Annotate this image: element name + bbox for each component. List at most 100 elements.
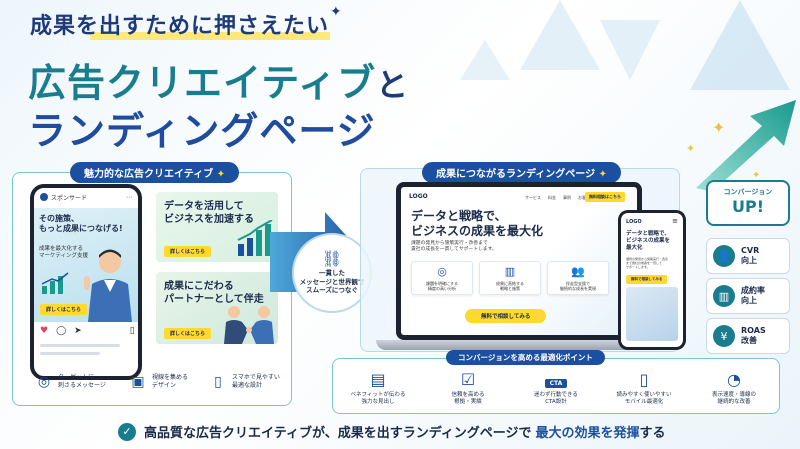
target-icon: ◎ bbox=[437, 265, 447, 278]
banner-headline: データを活用して ビジネスを加速する bbox=[164, 201, 254, 225]
mobile-lp-screen: LOGO ≡ データと戦略で、 ビジネスの成果を 最大化 課題の発見から施策実行… bbox=[621, 213, 683, 347]
more-icon: ⋯ bbox=[126, 193, 132, 201]
ad-banner-partner[interactable]: 成果にこだわる パートナーとして伴走 詳しくはこちら bbox=[156, 272, 278, 344]
metric-close-rate: ▥ 成約率 向上 bbox=[706, 278, 790, 314]
banner-cta-button[interactable]: 詳しくはこちら bbox=[164, 246, 212, 257]
mobile-headline: データと戦略で、 ビジネスの成果を 最大化 bbox=[626, 231, 671, 252]
placeholder-line bbox=[40, 352, 100, 355]
landing-page-pill-label: 成果につながるランディングページ bbox=[436, 169, 596, 180]
nav-item[interactable]: お客 bbox=[578, 195, 586, 200]
sparkle-icon: ✦ bbox=[686, 142, 696, 155]
team-icon: 👥 bbox=[571, 265, 585, 278]
share-icon[interactable]: ➤ bbox=[74, 326, 82, 336]
mobile-image bbox=[626, 287, 678, 341]
metric-label: ROAS 改善 bbox=[741, 326, 766, 345]
mobile-cta-button[interactable]: 無料で相談してみる bbox=[626, 275, 668, 284]
metric-roas: ¥ ROAS 改善 bbox=[706, 318, 790, 354]
social-ad-phone: スポンサード ⋯ その施策、 もっと成果につなげる! 成果を最大化する マーケテ… bbox=[30, 184, 142, 380]
feature-item: ▯ スマホで見やすい 最適な設計 bbox=[208, 372, 280, 392]
yen-icon: ¥ bbox=[713, 325, 735, 347]
ad-banner-data[interactable]: データを活用して ビジネスを加速する 詳しくはこちら bbox=[156, 192, 278, 262]
placeholder-line bbox=[40, 344, 120, 347]
footer-highlight: 最大の効果を発揮 bbox=[536, 422, 640, 441]
chart-icon bbox=[41, 272, 69, 294]
ad-subtext: 成果を最大化する マーケティング支援 bbox=[39, 246, 89, 260]
lp-nav: サービス 料金 事例 お客 bbox=[525, 195, 586, 201]
badge-label: コンバージョン bbox=[723, 188, 773, 196]
card-label: 伴走型支援で 継続的な成長を実現 bbox=[560, 281, 596, 292]
title-line2: ランディングページ bbox=[28, 109, 376, 153]
sparkle-icon: ✦ bbox=[752, 170, 761, 181]
lp-feature-card: ▥ 成果に直結する 戦略と施策 bbox=[479, 261, 541, 295]
cta-icon: CTA bbox=[516, 370, 596, 390]
sparkle-icon: ✦ bbox=[330, 4, 342, 20]
person-illustration bbox=[84, 249, 132, 322]
decor-triangle bbox=[690, 0, 790, 90]
mobile-logo: LOGO bbox=[626, 219, 642, 225]
optimization-pill: コンバージョンを高める最適化ポイント bbox=[446, 350, 605, 365]
footer-text-pre: 高品質な広告クリエイティブが、成果を出すランディングページで bbox=[144, 426, 532, 441]
nav-item[interactable]: 事例 bbox=[563, 195, 571, 200]
metric-cvr: 👤 CVR 向上 bbox=[706, 238, 790, 274]
kicker-highlight bbox=[90, 32, 330, 40]
feature-item: ▣ 視線を集める デザイン bbox=[128, 372, 188, 392]
metric-label: 成約率 向上 bbox=[741, 286, 765, 305]
footer-message: ✓ 高品質な広告クリエイティブが、成果を出すランディングページで 最大の効果を発… bbox=[118, 422, 666, 441]
ad-creative-pill-label: 魅力的な広告クリエイティブ bbox=[84, 169, 214, 180]
lp-subtext: 課題の発見から施策実行・改善まで 貴社の成長を一貫してサポートします。 bbox=[411, 241, 497, 253]
handshake-illustration bbox=[224, 306, 274, 344]
nav-cta-button[interactable]: 無料相談はこちら bbox=[585, 192, 625, 202]
user-icon: 👤 bbox=[713, 245, 735, 267]
document-icon: ▤ bbox=[370, 370, 386, 389]
feature-label: 視線を集める デザイン bbox=[152, 373, 189, 389]
mobile-subtext: 課題の発見から施策実行・改善 まで貴社の成長を一貫して サポートします。 bbox=[626, 257, 669, 270]
bar-chart-icon: ▥ bbox=[713, 285, 735, 307]
gauge-icon: ◔ bbox=[727, 370, 741, 389]
laptop-mockup: LOGO サービス 料金 事例 お客 無料相談はこちら データと戦略で、 ビジネ… bbox=[396, 182, 642, 340]
bookmark-icon[interactable]: ▯ bbox=[129, 326, 135, 336]
comment-icon[interactable]: ◯ bbox=[56, 326, 67, 336]
avatar bbox=[40, 193, 48, 201]
cta-icon-text: CTA bbox=[544, 379, 568, 388]
card-label: 成果に直結する 戦略と施策 bbox=[496, 281, 524, 292]
ad-headline: その施策、 もっと成果につなげる! bbox=[39, 214, 123, 233]
lp-logo: LOGO bbox=[409, 193, 428, 200]
connector-circle: ⛓ 一貫した メッセージと世界観で スムーズにつなぐ bbox=[292, 233, 372, 313]
optimization-item: ◔ 表示速度・導線の 継続的な改善 bbox=[694, 370, 774, 407]
title-line1: 広告クリエイティブと bbox=[28, 52, 409, 107]
footer-text-post: する bbox=[639, 426, 666, 441]
heart-icon[interactable]: ♥ bbox=[40, 326, 49, 336]
banner-cta-button[interactable]: 詳しくはこちら bbox=[164, 328, 212, 339]
optimization-item: CTA 迷わず行動できる CTA設計 bbox=[516, 370, 596, 407]
image-icon: ▣ bbox=[131, 374, 145, 390]
lp-main-cta-button[interactable]: 無料で相談してみる bbox=[465, 309, 547, 323]
optimization-label: 迷わず行動できる CTA設計 bbox=[534, 392, 578, 406]
growth-arrow-icon bbox=[696, 100, 796, 192]
optimization-item: ▤ ベネフィットが伝わる 強力な見出し bbox=[338, 370, 418, 407]
nav-item[interactable]: サービス bbox=[525, 195, 541, 200]
smartphone-icon: ▯ bbox=[214, 374, 222, 390]
lp-headline: データと戦略で、 ビジネスの成果を最大化 bbox=[411, 209, 544, 238]
connector-text: 一貫した メッセージと世界観で スムーズにつなぐ bbox=[299, 268, 365, 295]
decor-triangle bbox=[520, 0, 600, 70]
landing-page-pill: 成果につながるランディングページ ✦ bbox=[422, 162, 621, 183]
mobile-mockup: LOGO ≡ データと戦略で、 ビジネスの成果を 最大化 課題の発見から施策実行… bbox=[618, 210, 686, 350]
menu-icon[interactable]: ≡ bbox=[672, 217, 678, 225]
check-icon: ✓ bbox=[118, 422, 136, 441]
ad-account-name: スポンサード bbox=[51, 194, 88, 202]
optimization-label: ベネフィットが伝わる 強力な見出し bbox=[350, 392, 406, 406]
card-label: 課題を明確にする 精度の高い分析 bbox=[425, 281, 459, 292]
optimization-label: 信頼を高める 根拠・実績 bbox=[451, 392, 485, 406]
optimization-label: 表示速度・導線の 継続的な改善 bbox=[711, 392, 756, 406]
ad-cta-button[interactable]: 詳しくはこちら bbox=[40, 304, 88, 315]
banner-headline: 成果にこだわる パートナーとして伴走 bbox=[164, 281, 264, 305]
nav-item[interactable]: 料金 bbox=[548, 195, 556, 200]
feature-label: スマホで見やすい 最適な設計 bbox=[232, 373, 280, 389]
lp-feature-card: ◎ 課題を明確にする 精度の高い分析 bbox=[411, 261, 473, 295]
feature-item: ◎ ターゲットに 刺さるメッセージ bbox=[34, 372, 106, 392]
bar-chart-icon bbox=[237, 220, 273, 256]
ad-account-header: スポンサード ⋯ bbox=[34, 188, 138, 206]
optimization-item: ▯ 読みやすく使いやすい モバイル最適化 bbox=[604, 370, 684, 407]
sparkle-icon: ✦ bbox=[598, 169, 607, 180]
title-and: と bbox=[375, 66, 409, 104]
